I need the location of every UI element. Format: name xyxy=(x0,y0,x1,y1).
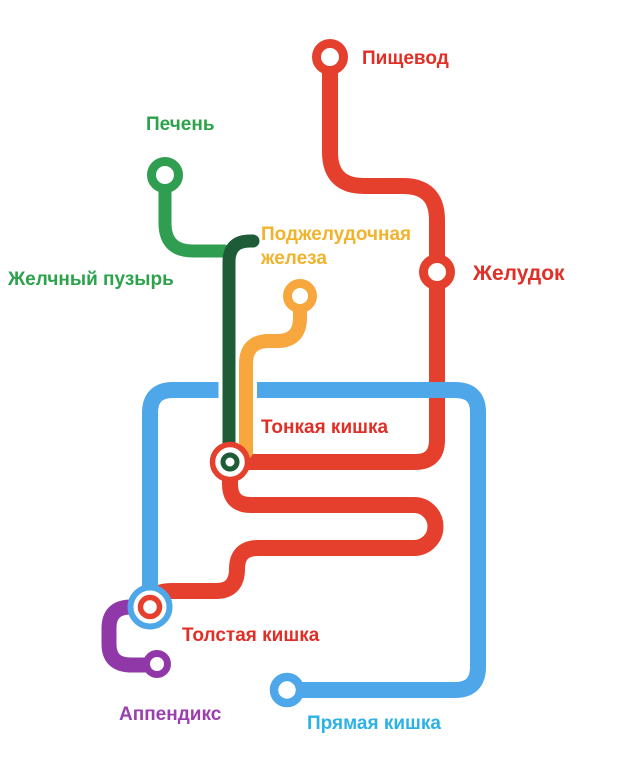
stomach-station xyxy=(419,254,455,290)
esophagus-label: Пищевод xyxy=(362,48,449,69)
small-intestine-station-inner-ring xyxy=(220,452,240,472)
gallbladder-label: Желчный пузырь xyxy=(7,269,174,290)
bile-duct-line xyxy=(222,234,260,457)
liver-label: Печень xyxy=(146,114,215,135)
large-intestine-station-inner-ring xyxy=(137,594,163,620)
pancreas-label-line2: железа xyxy=(260,248,327,269)
pancreas-line xyxy=(239,283,307,459)
rectum-station xyxy=(269,672,305,708)
pancreas-label-line1: Поджелудочная xyxy=(261,224,411,245)
digestive-tract-line xyxy=(142,49,445,615)
large-intestine-label: Толстая кишка xyxy=(182,625,320,646)
liver-line xyxy=(158,163,231,258)
small-intestine-label: Тонкая кишка xyxy=(261,417,388,438)
appendix-station xyxy=(143,650,171,678)
rectum-label: Прямая кишка xyxy=(307,713,441,734)
esophagus-station xyxy=(312,39,348,75)
stomach-label: Желудок xyxy=(472,262,565,285)
large-intestine-line xyxy=(142,382,486,698)
appendix-line xyxy=(101,599,164,673)
liver-station xyxy=(147,157,183,193)
appendix-label: Аппендикс xyxy=(119,704,222,725)
pancreas-station xyxy=(283,279,317,313)
